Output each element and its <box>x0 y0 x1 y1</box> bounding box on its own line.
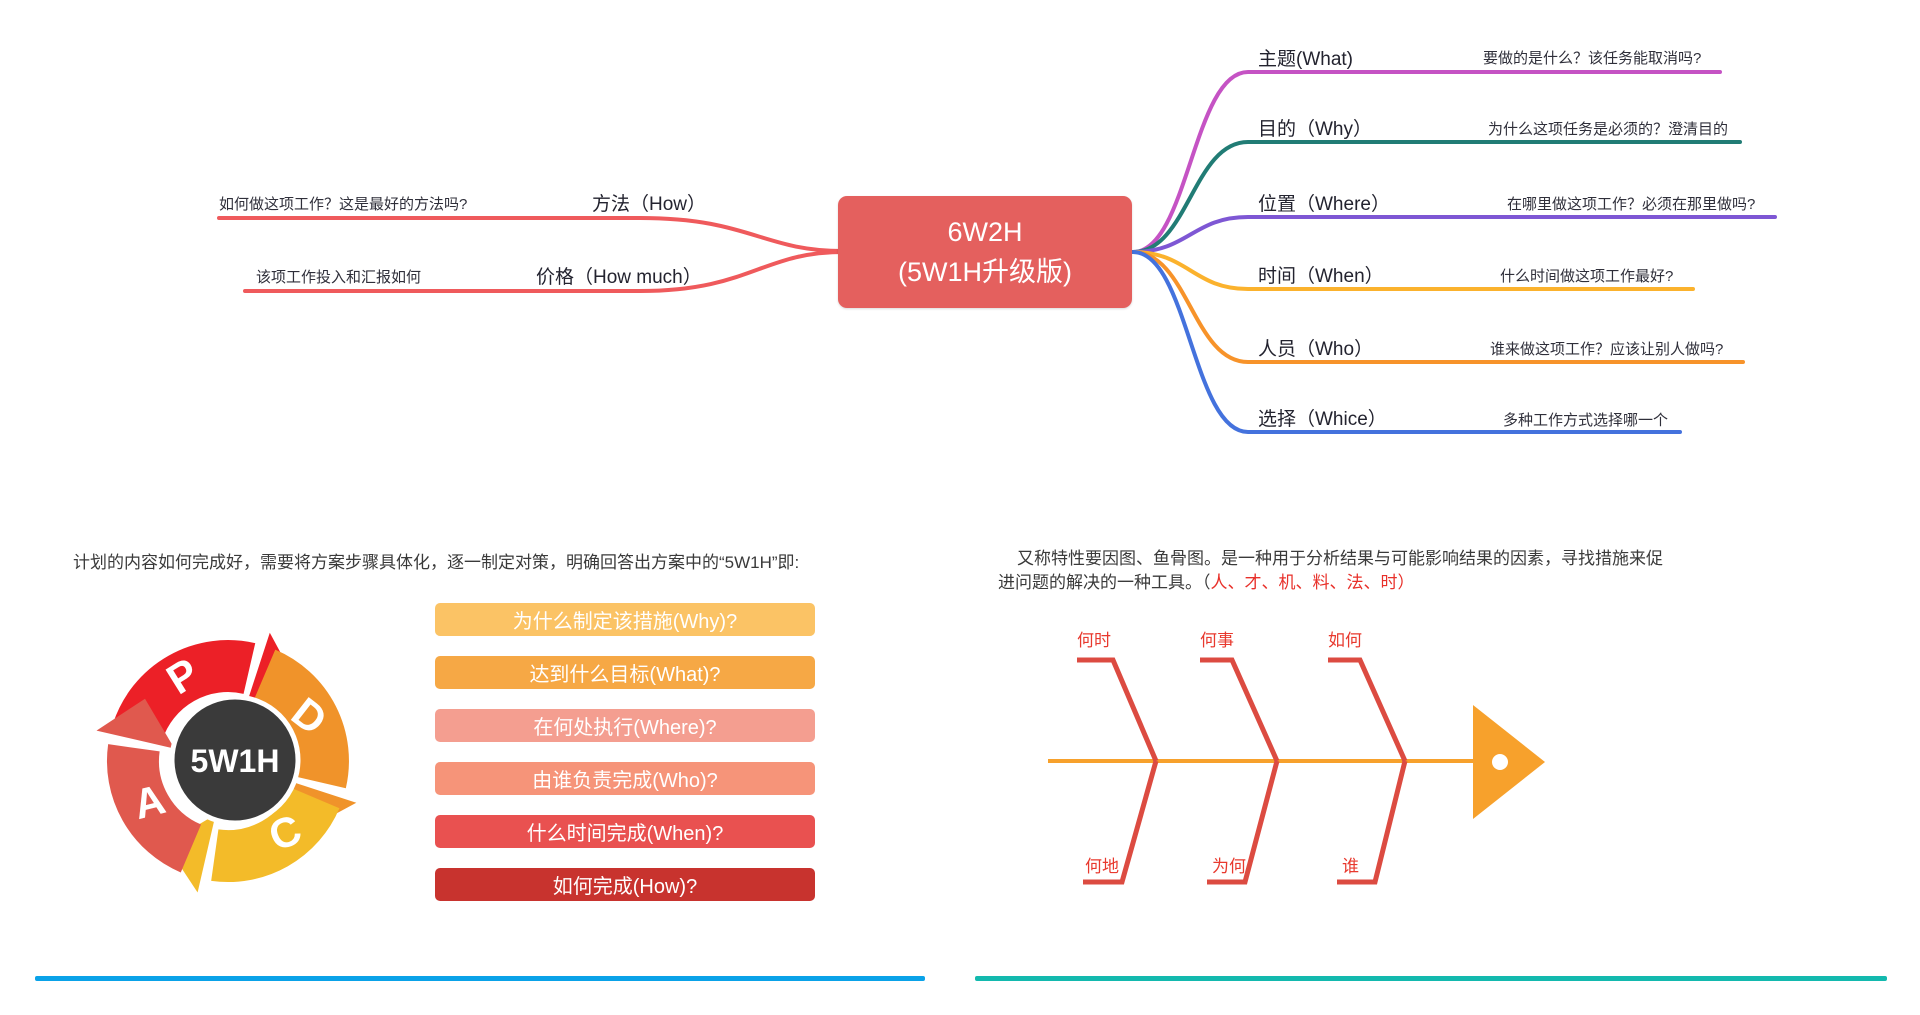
pdca-arrow-c <box>165 814 216 893</box>
pdca-wheel: P D C A 5W1H <box>96 632 357 893</box>
divider-line-left <box>35 976 925 981</box>
fishbone-intro-line2-prefix: 进问题的解决的一种工具。（ <box>998 573 1211 592</box>
branch-line-where <box>1131 215 1777 254</box>
pdca-center-circle <box>169 694 301 826</box>
branch-desc-who: 谁来做这项工作？应该让别人做吗? <box>1490 341 1724 358</box>
branch-line-when <box>1131 250 1695 291</box>
bar-where: 在何处执行(Where)? <box>435 709 815 742</box>
branch-desc-howmuch: 该项工作投入和汇报如何 <box>256 269 422 286</box>
branch-label-how: 方法（How） <box>592 194 707 215</box>
mindmap-branch-lines <box>217 70 1777 434</box>
fishbone-rib-bottom-2 <box>1207 760 1280 885</box>
fishbone-rib-bottom-3 <box>1337 760 1408 885</box>
pdca-intro-text: 计划的内容如何完成好，需要将方案步骤具体化，逐一制定对策，明确回答出方案中的“5… <box>73 553 800 572</box>
fishbone-label-where: 何地 <box>1085 857 1119 876</box>
fishbone-head-dot <box>1492 754 1508 770</box>
central-node-subtitle: (5W1H升级版) <box>898 257 1072 287</box>
bar-who: 由谁负责完成(Who)? <box>435 762 815 795</box>
branch-label-where: 位置（Where） <box>1258 194 1390 215</box>
pdca-arc-d <box>254 649 349 789</box>
branch-desc-how: 如何做这项工作？这是最好的方法吗? <box>219 196 468 213</box>
bar-how: 如何完成(How)? <box>435 868 815 901</box>
fishbone-intro-line2: 进问题的解决的一种工具。（人、才、机、料、法、时） <box>998 568 1415 593</box>
bar-why: 为什么制定该措施(Why)? <box>435 603 815 636</box>
central-node-title: 6W2H <box>947 217 1023 247</box>
branch-line-what <box>1131 70 1722 254</box>
fishbone-label-what: 何事 <box>1200 631 1234 650</box>
branch-label-what: 主题(What) <box>1258 49 1354 70</box>
pdca-arc-c <box>211 787 340 882</box>
bar-what: 达到什么目标(What)? <box>435 656 815 689</box>
mindmap-central-node: 6W2H (5W1H升级版) <box>838 196 1132 308</box>
branch-line-who <box>1131 250 1745 364</box>
branch-label-when: 时间（When） <box>1258 266 1384 287</box>
fishbone-head-arrow <box>1473 705 1545 819</box>
branch-desc-when: 什么时间做这项工作最好? <box>1500 268 1674 285</box>
fishbone-diagram <box>1048 657 1545 885</box>
branch-desc-where: 在哪里做这项工作？必须在那里做吗? <box>1507 196 1756 213</box>
fishbone-label-why: 为何 <box>1212 857 1246 876</box>
branch-label-why: 目的（Why） <box>1258 119 1373 140</box>
fishbone-label-who: 谁 <box>1342 857 1359 876</box>
bar-when: 什么时间完成(When)? <box>435 815 815 848</box>
fishbone-rib-top-1 <box>1077 657 1159 762</box>
branch-line-how <box>217 216 845 253</box>
fishbone-intro-line1: 又称特性要因图、鱼骨图。是一种用于分析结果与可能影响结果的因素，寻找措施来促 <box>1017 549 1663 568</box>
branch-desc-why: 为什么这项任务是必须的？澄清目的 <box>1488 121 1729 138</box>
branch-label-whice: 选择（Whice） <box>1258 409 1387 430</box>
fishbone-label-how: 如何 <box>1328 631 1362 650</box>
branch-desc-whice: 多种工作方式选择哪一个 <box>1503 412 1669 429</box>
divider-line-right <box>975 976 1887 981</box>
pdca-center-text: 5W1H <box>191 743 280 779</box>
pdca-arc-a <box>107 744 202 873</box>
fishbone-rib-top-3 <box>1328 657 1408 763</box>
branch-label-howmuch: 价格（How much） <box>536 267 702 288</box>
branch-line-howmuch <box>243 250 845 293</box>
fishbone-intro-line2-highlight: 人、才、机、料、法、时） <box>1210 573 1415 592</box>
branch-line-whice <box>1131 250 1682 434</box>
fishbone-rib-top-2 <box>1200 657 1280 763</box>
pdca-arrow-a <box>96 698 175 749</box>
branch-line-why <box>1131 140 1742 254</box>
fishbone-label-when: 何时 <box>1077 631 1111 650</box>
branch-desc-what: 要做的是什么？该任务能取消吗? <box>1483 50 1702 67</box>
branch-label-who: 人员（Who） <box>1258 339 1374 360</box>
fishbone-rib-bottom-1 <box>1083 760 1159 885</box>
